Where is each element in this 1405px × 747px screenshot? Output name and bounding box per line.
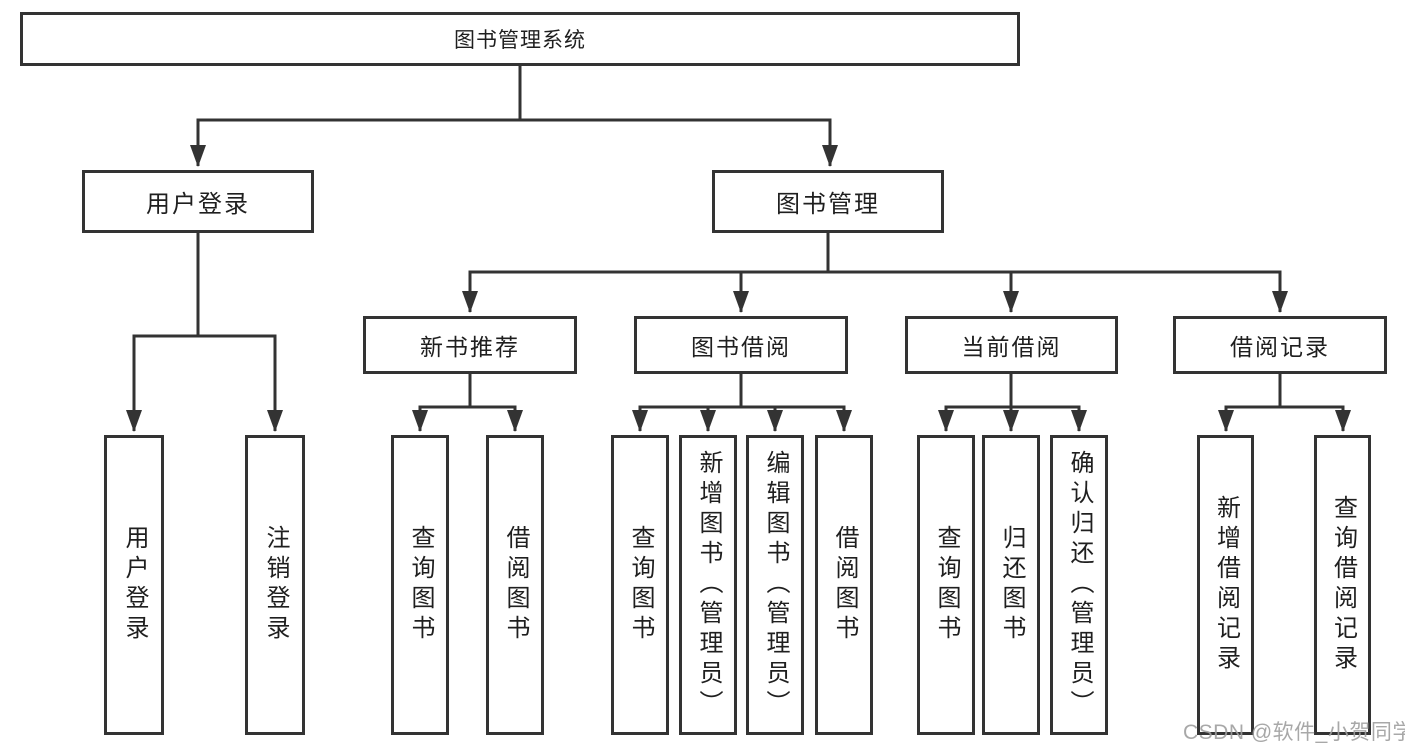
leaf-query-books-2: 查询图书: [611, 435, 669, 735]
node-new-book-recommend: 新书推荐: [363, 316, 577, 374]
node-book-borrowing: 图书借阅: [634, 316, 848, 374]
leaf-return-books: 归还图书: [982, 435, 1040, 735]
leaf-confirm-return-admin: 确认归还（管理员）: [1050, 435, 1108, 735]
leaf-add-borrow-record: 新增借阅记录: [1197, 435, 1254, 735]
leaf-query-books-1: 查询图书: [391, 435, 449, 735]
csdn-watermark: CSDN @软件_小贺同学: [1183, 721, 1405, 744]
leaf-borrow-books-2: 借阅图书: [815, 435, 873, 735]
node-book-management: 图书管理: [712, 170, 944, 233]
node-root-system: 图书管理系统: [20, 12, 1020, 66]
node-user-login: 用户登录: [82, 170, 314, 233]
leaf-logout: 注销登录: [245, 435, 305, 735]
leaf-edit-books-admin: 编辑图书（管理员）: [746, 435, 804, 735]
leaf-add-books-admin: 新增图书（管理员）: [679, 435, 737, 735]
leaf-user-login: 用户登录: [104, 435, 164, 735]
node-borrow-records: 借阅记录: [1173, 316, 1387, 374]
node-current-borrowing: 当前借阅: [905, 316, 1118, 374]
leaf-query-books-3: 查询图书: [917, 435, 975, 735]
leaf-borrow-books-1: 借阅图书: [486, 435, 544, 735]
leaf-query-borrow-record: 查询借阅记录: [1314, 435, 1371, 735]
